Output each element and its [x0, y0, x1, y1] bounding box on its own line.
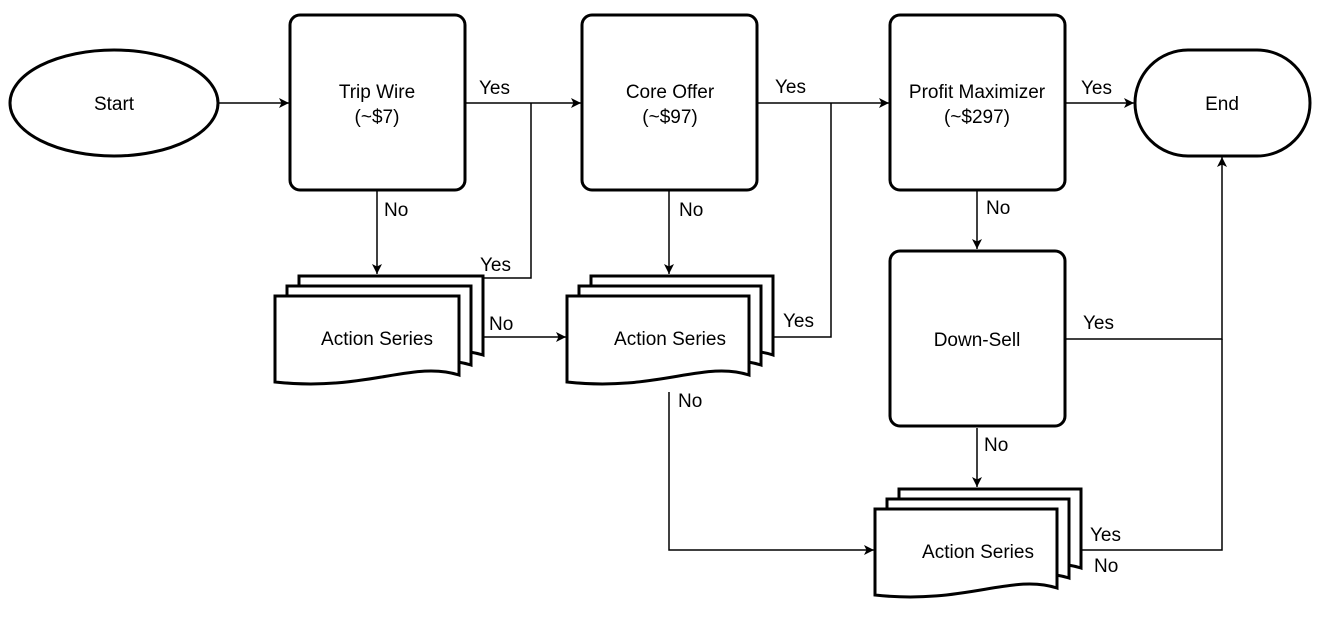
- core-offer-title: Core Offer: [626, 82, 715, 103]
- core-offer-yes-label: Yes: [775, 77, 806, 98]
- edges: [219, 98, 1227, 555]
- edge-action-series-2-yes-to-profit-max: [774, 103, 832, 338]
- profit-maximizer-price: (~$297): [944, 107, 1010, 128]
- action-series-3-yes-label: Yes: [1090, 525, 1121, 546]
- start-label: Start: [94, 94, 135, 115]
- down-sell-label: Down-Sell: [934, 330, 1021, 351]
- action-series-1-node: Action Series: [273, 274, 485, 386]
- action-series-2-yes-label: Yes: [783, 311, 814, 332]
- action-series-3-node: Action Series: [873, 487, 1083, 599]
- edge-labels: Yes No Yes No Yes No Yes No Yes No Yes N…: [384, 77, 1121, 577]
- trip-wire-yes-label: Yes: [479, 78, 510, 99]
- action-series-1-no-label: No: [489, 314, 513, 335]
- core-offer-node: Core Offer (~$97): [580, 13, 759, 192]
- profit-maximizer-title: Profit Maximizer: [909, 82, 1046, 103]
- edge-action-series-2-no-to-action-series-3: [668, 392, 874, 555]
- end-node: End: [1133, 48, 1312, 158]
- action-series-2-node: Action Series: [565, 274, 775, 386]
- down-sell-no-label: No: [984, 435, 1008, 456]
- action-series-1-yes-label: Yes: [480, 255, 511, 276]
- action-series-2-label: Action Series: [614, 329, 726, 350]
- end-label: End: [1205, 94, 1239, 115]
- trip-wire-title: Trip Wire: [339, 82, 415, 103]
- down-sell-node: Down-Sell: [888, 249, 1067, 428]
- profit-maximizer-yes-label: Yes: [1081, 78, 1112, 99]
- down-sell-yes-label: Yes: [1083, 313, 1114, 334]
- action-series-3-label: Action Series: [922, 542, 1034, 563]
- edge-down-sell-yes-to-end: [1066, 157, 1227, 340]
- trip-wire-price: (~$7): [355, 107, 400, 128]
- trip-wire-no-label: No: [384, 200, 408, 221]
- profit-maximizer-node: Profit Maximizer (~$297): [888, 13, 1067, 192]
- core-offer-no-label: No: [679, 200, 703, 221]
- start-node: Start: [8, 48, 220, 158]
- action-series-3-no-label: No: [1094, 556, 1118, 577]
- core-offer-price: (~$97): [642, 107, 697, 128]
- action-series-1-label: Action Series: [321, 329, 433, 350]
- trip-wire-node: Trip Wire (~$7): [288, 13, 467, 192]
- action-series-2-no-label: No: [678, 391, 702, 412]
- edge-action-series-3-to-end: [1081, 339, 1223, 551]
- edge-action-series-1-yes-to-core-offer: [466, 103, 532, 279]
- profit-maximizer-no-label: No: [986, 198, 1010, 219]
